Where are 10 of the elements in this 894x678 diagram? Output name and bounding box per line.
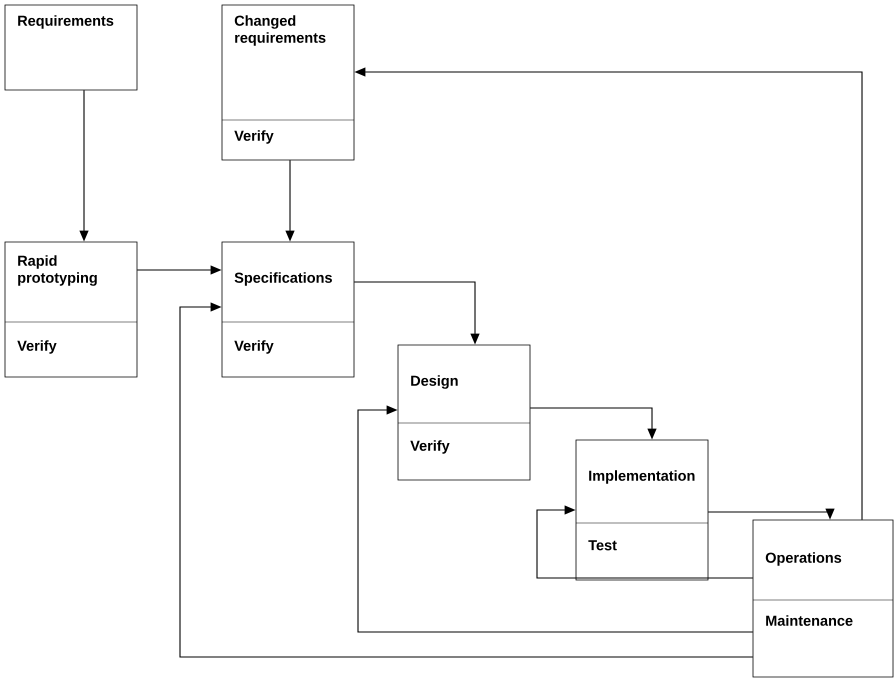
process-box: Requirements	[4, 4, 138, 90]
process-box: Specifications Verify	[222, 242, 354, 378]
process-box: Changed requirements Verify	[222, 4, 354, 160]
process-box: Design Verify	[398, 344, 530, 480]
process-box: Rapid prototyping Verify	[4, 242, 138, 378]
arrow	[536, 505, 753, 579]
process-box: Operations Maintenance	[752, 520, 894, 678]
arrow	[357, 405, 753, 633]
arrow	[179, 302, 753, 658]
process-box: Implementation Test	[576, 440, 708, 580]
